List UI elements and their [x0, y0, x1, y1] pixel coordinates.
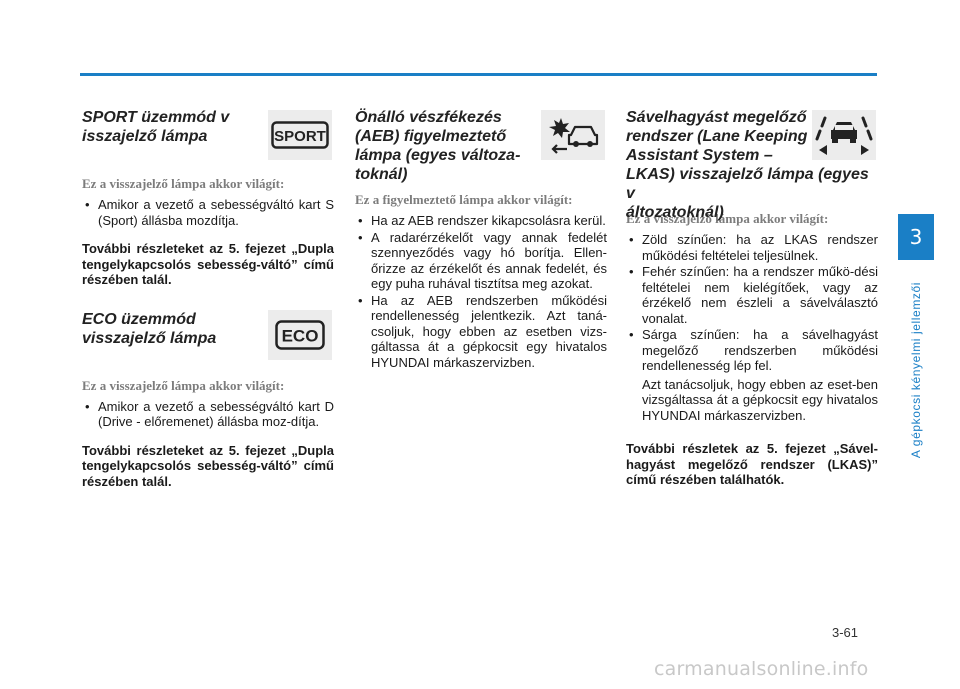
sport-icon-text: SPORT — [274, 128, 326, 145]
eco-indicator-icon: ECO — [268, 309, 332, 360]
lkas-subtitle: Ez a visszajelző lámpa akkor világít: — [626, 211, 829, 226]
lkas-note: További részletek az 5. fejezet „Sável-h… — [626, 441, 878, 487]
sport-indicator-icon: SPORT — [268, 110, 332, 160]
page-number: 3-61 — [832, 625, 859, 640]
eco-bullet: Amikor a vezető a sebességváltó kart D (… — [82, 399, 334, 430]
eco-note: További részleteket az 5. fejezet „Dupla… — [82, 442, 334, 489]
aeb-bullet-2: A radarérzékelőt vagy annak fedelét szen… — [355, 230, 607, 292]
lkas-bullet-3: Sárga színűen: ha a sávelhagyást megelőz… — [626, 327, 878, 374]
chapter-tab: 3 — [898, 214, 934, 260]
aeb-warning-icon — [541, 110, 605, 160]
sport-bullet: Amikor a vezető a sebességváltó kart S (… — [82, 197, 334, 228]
aeb-subtitle: Ez a figyelmeztető lámpa akkor világít: — [355, 192, 573, 207]
lkas-indicator-icon — [812, 110, 876, 160]
watermark: carmanualsonline.info — [654, 658, 869, 680]
eco-bullet-list: Amikor a vezető a sebességváltó kart D (… — [82, 399, 334, 430]
eco-subtitle: Ez a visszajelző lámpa akkor világít: — [82, 377, 285, 393]
sport-note: További részleteket az 5. fejezet „Dupla… — [82, 241, 334, 287]
sport-bullet-list: Amikor a vezető a sebességváltó kart S (… — [82, 197, 334, 228]
lkas-bullet-1: Zöld színűen: ha az LKAS rendszer működé… — [626, 232, 878, 263]
sport-subtitle: Ez a visszajelző lámpa akkor világít: — [82, 176, 285, 191]
lkas-continuation: Azt tanácsoljuk, hogy ebben az eset-ben … — [642, 376, 878, 423]
aeb-bullet-list: Ha az AEB rendszer kikapcsolásra kerül. … — [355, 213, 607, 370]
chapter-title: A gépkocsi kényelmi jellemzői — [909, 281, 923, 459]
lkas-bullet-2: Fehér színűen: ha a rendszer műkö-dési f… — [626, 264, 878, 326]
top-rule — [80, 73, 877, 76]
eco-icon-text: ECO — [282, 326, 319, 345]
aeb-bullet-1: Ha az AEB rendszer kikapcsolásra kerül. — [355, 213, 607, 229]
aeb-bullet-3: Ha az AEB rendszerben működési rendellen… — [355, 293, 607, 371]
lkas-bullet-list: Zöld színűen: ha az LKAS rendszer működé… — [626, 232, 878, 374]
